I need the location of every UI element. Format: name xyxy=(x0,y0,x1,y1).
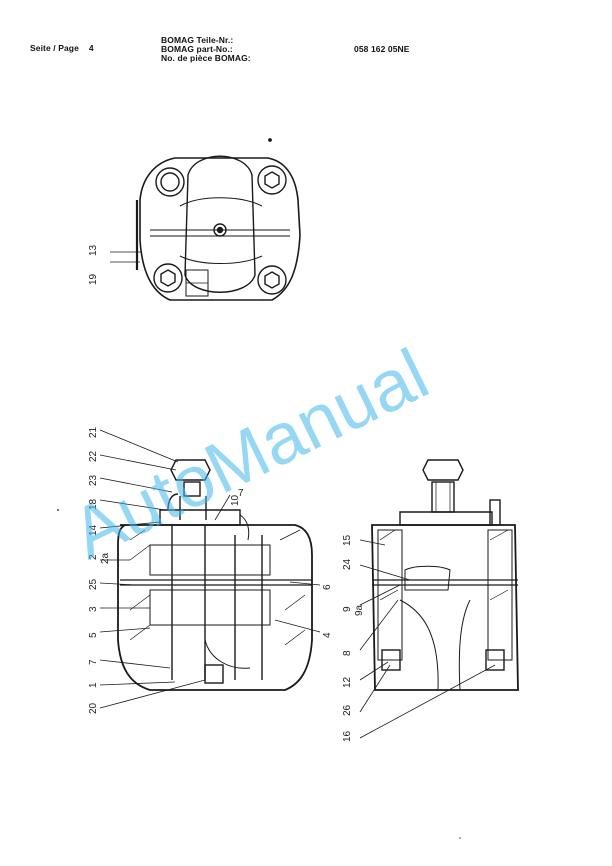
top-view-callouts: 13 19 xyxy=(88,244,99,285)
callout-9: 9 xyxy=(342,606,353,612)
callout-9a: 9a xyxy=(354,604,365,616)
callout-2a: 2a xyxy=(100,552,111,564)
callout-16: 16 xyxy=(342,730,353,742)
callout-26: 26 xyxy=(342,704,353,716)
callout-7-top: 7 xyxy=(238,488,244,499)
callout-21: 21 xyxy=(88,426,99,438)
callout-25: 25 xyxy=(88,578,99,590)
callout-12: 12 xyxy=(342,676,353,688)
callout-20: 20 xyxy=(88,702,99,714)
callout-15: 15 xyxy=(342,534,353,546)
callout-24: 24 xyxy=(342,558,353,570)
right-section-view xyxy=(371,459,519,691)
watermark: AutoManual xyxy=(60,334,440,574)
part-number: 058 162 05NE xyxy=(354,44,410,54)
leader-lines xyxy=(99,429,496,739)
left-section-view xyxy=(117,459,313,691)
callout-14: 14 xyxy=(88,524,99,536)
part-label-de: BOMAG Teile-Nr.: xyxy=(161,35,234,45)
callout-2: 2 xyxy=(88,554,99,560)
callout-22: 22 xyxy=(88,450,99,462)
page-label-text: Seite / Page xyxy=(30,43,79,53)
callout-23: 23 xyxy=(88,474,99,486)
part-number-labels: BOMAG Teile-Nr.: BOMAG part-No.: No. de … xyxy=(161,36,251,63)
callout-19: 19 xyxy=(88,273,99,285)
callout-5: 5 xyxy=(88,632,99,638)
callout-6: 6 xyxy=(322,584,333,590)
callout-8: 8 xyxy=(342,650,353,656)
page-number: 4 xyxy=(88,43,94,53)
page-label: Seite / Page 4 xyxy=(30,43,94,53)
callout-10: 10 xyxy=(230,494,241,506)
part-label-fr: No. de pièce BOMAG: xyxy=(161,53,251,63)
callout-13: 13 xyxy=(88,244,99,256)
left-section-callouts: 21 22 23 18 14 2 2a 25 3 5 7 1 20 10 6 4 xyxy=(88,426,333,714)
part-label-en: BOMAG part-No.: xyxy=(161,44,233,54)
scan-specks xyxy=(57,299,461,839)
callout-3: 3 xyxy=(88,606,99,612)
callout-7-left: 7 xyxy=(88,659,99,665)
callout-1: 1 xyxy=(88,682,99,688)
callout-18: 18 xyxy=(88,498,99,510)
right-section-callouts: 15 24 9 9a 8 12 26 16 xyxy=(342,534,365,742)
top-view xyxy=(110,138,301,301)
callout-4: 4 xyxy=(322,632,333,638)
